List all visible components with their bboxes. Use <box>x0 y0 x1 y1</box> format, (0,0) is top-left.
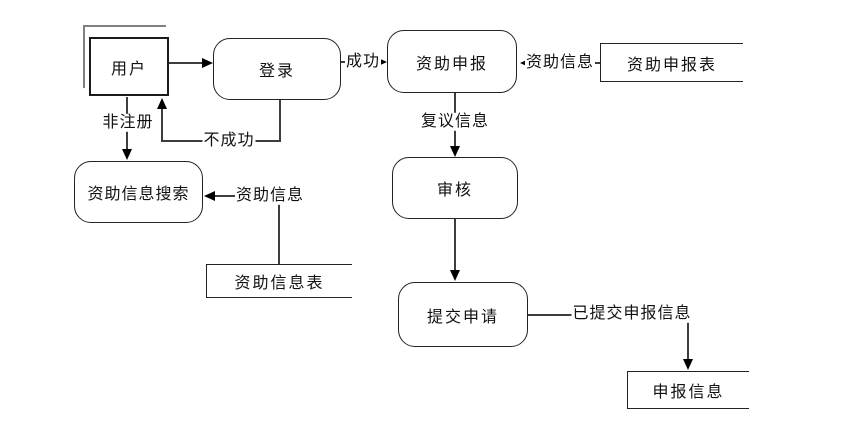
node-info-search-label: 资助信息搜索 <box>87 186 190 203</box>
node-application-info-label: 申报信息 <box>652 384 725 401</box>
node-funding-apply: 资助申报 <box>387 30 517 93</box>
node-application-info-store: 申报信息 <box>627 371 749 409</box>
node-info-table-store: 资助信息表 <box>206 264 352 298</box>
node-funding-form-store: 资助申报表 <box>600 43 743 82</box>
edge-label-funding-info-top: 资助信息 <box>524 53 596 73</box>
edge-label-failure: 不成功 <box>202 131 256 151</box>
node-login: 登录 <box>213 38 341 100</box>
edge-label-submitted-info: 已提交申报信息 <box>571 304 693 324</box>
edge-label-funding-info-mid: 资助信息 <box>234 186 306 206</box>
node-info-search: 资助信息搜索 <box>74 161 203 223</box>
user-entity-shadow <box>83 25 166 88</box>
node-submit: 提交申请 <box>398 282 528 347</box>
node-user: 用户 <box>89 37 169 96</box>
node-info-table-label: 资助信息表 <box>234 275 325 292</box>
node-submit-label: 提交申请 <box>426 308 499 326</box>
edge-label-unregistered: 非注册 <box>101 113 155 133</box>
edge-label-reconsideration: 复议信息 <box>419 112 491 132</box>
node-user-label: 用户 <box>110 60 147 78</box>
node-funding-apply-label: 资助申报 <box>415 55 488 73</box>
node-review-label: 审核 <box>436 182 473 199</box>
node-login-label: 登录 <box>258 63 295 80</box>
node-review: 审核 <box>392 157 518 219</box>
node-funding-form-label: 资助申报表 <box>626 56 717 74</box>
edge-label-success: 成功 <box>344 52 382 72</box>
